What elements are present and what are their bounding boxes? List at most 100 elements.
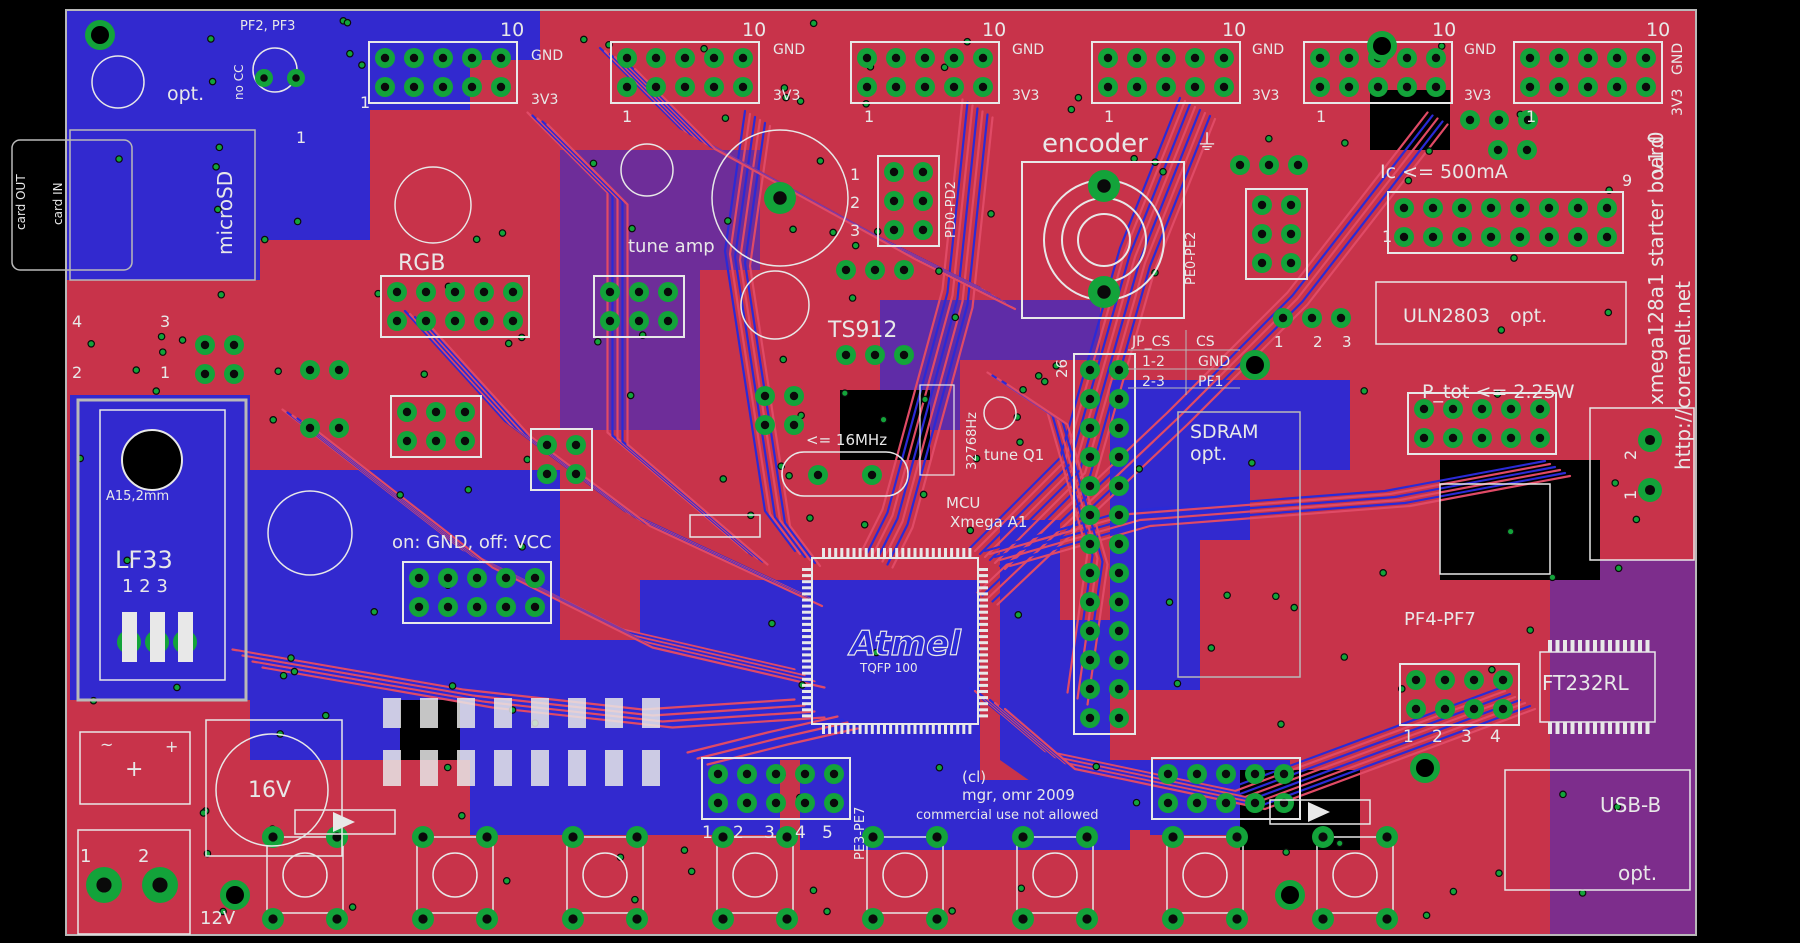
drill [1431, 82, 1441, 92]
drill [421, 316, 431, 326]
trace [723, 109, 797, 553]
drill [1257, 200, 1267, 210]
smd-resistor [642, 698, 660, 728]
drill [501, 573, 511, 583]
drill [978, 53, 988, 63]
mcu-pin [901, 724, 905, 734]
mcu-pin [852, 548, 856, 558]
drill [1641, 53, 1651, 63]
drill [1103, 82, 1113, 92]
drill [1114, 365, 1124, 375]
mcu-pin [968, 724, 972, 734]
smd-led [531, 750, 549, 786]
drill [1573, 203, 1583, 213]
jp-row2-a: 2-3 [1142, 374, 1165, 390]
left-pin-1: 1 [160, 363, 170, 382]
drill [1132, 82, 1142, 92]
rgb-label: RGB [398, 251, 445, 276]
drill [96, 877, 112, 893]
h1-3v3: 3V3 [531, 92, 558, 108]
trimmer-outline [711, 129, 849, 267]
mcu-pin [962, 548, 966, 558]
via [628, 224, 636, 233]
trimmer-small [620, 143, 674, 197]
drill [867, 470, 877, 480]
via [207, 35, 215, 43]
mcu-pin [978, 641, 988, 645]
ft-pin [1563, 640, 1567, 652]
drill [1085, 684, 1095, 694]
via [1495, 869, 1503, 877]
buzzer [267, 490, 353, 576]
mcu-pin [802, 616, 812, 620]
h5-3v3: 3V3 [1464, 88, 1491, 104]
ft-pin [1585, 722, 1590, 734]
mcu-pin [950, 548, 954, 558]
button-cap [1182, 852, 1228, 898]
drill [1411, 675, 1421, 685]
voltage-regulator [1439, 483, 1551, 575]
lf33-label: LF33 [115, 546, 173, 574]
ft-pin [1623, 640, 1627, 652]
led-top-left [91, 55, 145, 109]
drill [1250, 769, 1260, 779]
drill [1190, 82, 1200, 92]
drill [200, 369, 210, 379]
via [443, 763, 452, 772]
mcu-pin [956, 724, 960, 734]
mcu-pin [802, 671, 812, 675]
mcu-pin [822, 548, 825, 558]
ft-pin [1563, 722, 1567, 734]
drill [1085, 626, 1095, 636]
h2-one: 1 [622, 107, 632, 126]
via [626, 391, 635, 400]
drill [889, 225, 899, 235]
drill [771, 798, 781, 808]
drill [1525, 53, 1535, 63]
via [178, 336, 187, 344]
mcu-pin [978, 696, 988, 700]
via [1611, 479, 1619, 487]
drill [709, 53, 719, 63]
ft-pin [1578, 640, 1582, 652]
via [1265, 134, 1273, 143]
tune-amp-label: tune amp [628, 236, 715, 257]
ft-pin [1578, 722, 1582, 734]
smd-led [494, 750, 512, 786]
drill [899, 350, 909, 360]
drill [1085, 423, 1095, 433]
smd-resistor [420, 698, 438, 728]
via [796, 97, 805, 105]
drill [1114, 394, 1124, 404]
trace [1008, 474, 1572, 568]
header-outline [1387, 191, 1624, 254]
drill [1506, 433, 1516, 443]
drill [292, 74, 300, 82]
drill [742, 769, 752, 779]
mcu-pin [978, 683, 988, 687]
h5-gnd: GND [1464, 42, 1496, 58]
pd-pin-2: 2 [850, 193, 860, 212]
mcu-pin [864, 724, 868, 734]
drill [1114, 423, 1124, 433]
drill [1523, 115, 1533, 125]
sdram-footprint: SDRAM opt. [1177, 411, 1301, 678]
mcu-pin [978, 622, 988, 626]
drill [789, 391, 799, 401]
smd-led [568, 750, 586, 786]
drill [1250, 798, 1260, 808]
drill [1085, 481, 1095, 491]
drill [1477, 433, 1487, 443]
button-cap [1032, 852, 1078, 898]
ft-pin [1630, 722, 1635, 734]
via [213, 205, 222, 214]
drill [713, 798, 723, 808]
drill [1114, 684, 1124, 694]
button-cap [732, 852, 778, 898]
button-outline [716, 836, 794, 914]
button-outline [866, 836, 944, 914]
mcu-pin [802, 598, 812, 602]
via [158, 348, 167, 356]
drill [1612, 53, 1622, 63]
h6-one: 1 [1526, 107, 1536, 126]
